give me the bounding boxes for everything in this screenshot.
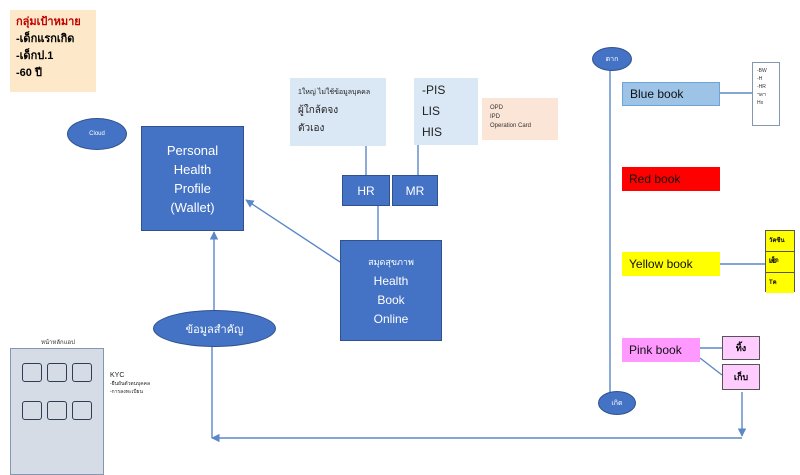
app-tile[interactable] [22,363,42,382]
kyc-line: -การลงทะเบียน [110,389,143,395]
important-data-ellipse[interactable]: ข้อมูลสำคัญ [153,310,276,347]
blue-book[interactable]: Blue book [622,82,720,106]
red-book-label: Red book [629,172,681,186]
blue-book-side: -BW -H -HR ฯลฯ Hx [752,62,780,126]
opd-line: IPD [490,114,501,120]
phone-title: หน้าหลักแอป [41,340,75,346]
timeline-top-label: ตาก [605,55,619,63]
opd-box: OPD IPD Operation Card [482,98,558,140]
blue-side-line: -BW [757,68,767,74]
data-source-line: ตัวเอง [298,123,325,134]
cloud-label: Cloud [89,131,105,137]
yellow-side-cell: วัคซีนเด็ก [766,231,794,264]
kyc-line: KYC [110,372,125,379]
cloud-ellipse: Cloud [67,118,127,150]
blue-side-line: -H [757,76,763,82]
red-book[interactable]: Red book [622,167,720,191]
target-group-item: -เด็กป.1 [16,50,54,62]
blue-side-line: Hx [757,100,764,106]
hbo-line: สมุดสุขภาพ [368,256,414,267]
hr-box[interactable]: HR [342,175,390,206]
systems-line: LIS [422,104,441,118]
phone-mockup: หน้าหลักแอป [10,340,104,475]
important-data-label: ข้อมูลสำคัญ [185,323,244,336]
app-tile[interactable] [47,401,67,420]
pink-discard-box[interactable]: ทิ้ง [722,336,760,360]
target-group-item: -60 ปี [16,67,42,79]
hbo-line: Online [373,311,409,326]
yellow-book[interactable]: Yellow book [622,252,720,276]
phr-line: Health [173,161,212,177]
target-group-box: กลุ่มเป้าหมาย -เด็กแรกเกิด -เด็กป.1 -60 … [10,10,96,92]
pink-discard-label: ทิ้ง [735,343,747,353]
yellow-side-cell: Tค [766,273,794,293]
yellow-book-label: Yellow book [629,257,693,271]
target-group-title: กลุ่มเป้าหมาย [16,16,81,28]
phr-line: (Wallet) [170,199,215,215]
systems-box: -PIS LIS HIS [414,78,478,145]
kyc-text: KYC -ยืนยันตัวตนบุคคล -การลงทะเบียน [110,372,180,396]
app-tile[interactable] [22,401,42,420]
yellow-book-side: วัคซีนเด็ก LD Tค [765,230,795,293]
pink-keep-label: เก็บ [733,372,749,382]
timeline-bottom-label: เกิด [611,399,623,407]
data-source-line: ผู้ใกล้ตจง [298,105,339,116]
pink-book[interactable]: Pink book [622,338,700,362]
phr-line: Profile [174,180,211,196]
health-book-online-box[interactable]: สมุดสุขภาพ Health Book Online [340,240,442,341]
pink-keep-box[interactable]: เก็บ [722,364,760,390]
timeline-bottom-ellipse: เกิด [598,391,636,415]
app-tile[interactable] [72,401,92,420]
blue-side-line: -HR [757,84,766,90]
hbo-line: Book [377,292,405,307]
app-tile[interactable] [72,363,92,382]
opd-line: Operation Card [490,123,532,129]
yellow-side-cell: LD [766,252,794,273]
personal-health-profile-box[interactable]: Personal Health Profile (Wallet) [141,126,244,231]
pink-book-label: Pink book [629,343,682,357]
phr-line: Personal [166,142,219,158]
target-group-item: -เด็กแรกเกิด [16,33,75,45]
data-source-box: 1ใหญ่ ไม่ใช้ข้อมูลบุคคล ผู้ใกล้ตจง ตัวเอ… [290,78,386,146]
timeline-top-ellipse: ตาก [592,47,632,71]
systems-line: HIS [422,125,443,139]
data-source-line: 1ใหญ่ ไม่ใช้ข้อมูลบุคคล [298,89,371,96]
hbo-line: Health [373,273,409,288]
blue-book-label: Blue book [630,87,684,101]
kyc-line: -ยืนยันตัวตนบุคคล [110,381,151,387]
systems-line: -PIS [422,83,446,97]
app-tile[interactable] [47,363,67,382]
mr-box[interactable]: MR [392,175,438,206]
hr-label: HR [357,183,375,198]
hr-to-phr-arrow [245,199,341,263]
opd-line: OPD [490,105,504,111]
blue-side-line: ฯลฯ [757,92,766,98]
mr-label: MR [405,183,425,198]
